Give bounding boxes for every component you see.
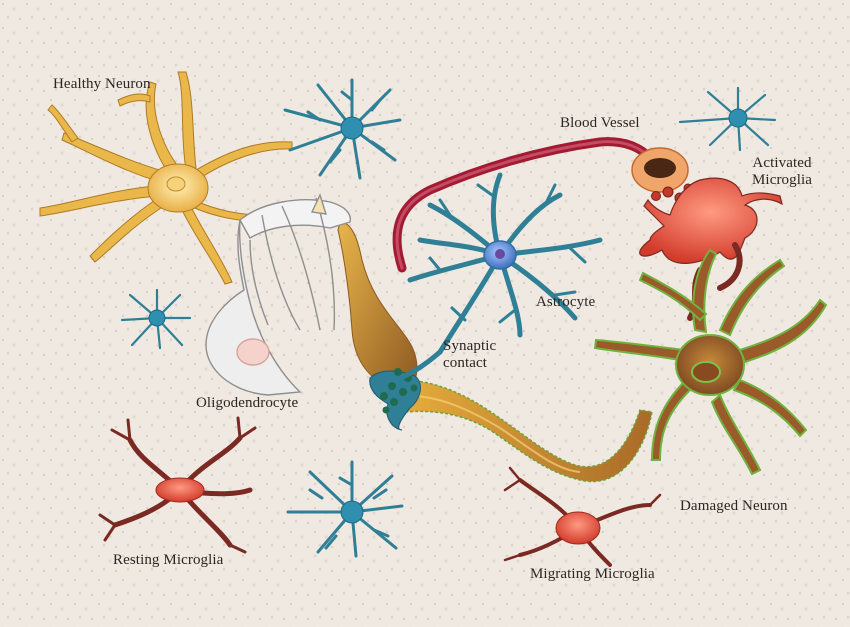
label-activated-microglia-line2: Microglia [752,172,813,189]
migrating-microglia [503,466,662,567]
astrocyte-small-top [283,78,402,180]
synaptic-contact [369,368,421,431]
label-oligodendrocyte: Oligodendrocyte [196,395,299,411]
astrocyte [392,172,603,383]
damaged-neuron [593,248,828,476]
axon-damaged [399,379,653,483]
label-synaptic-contact-line2: contact [443,355,488,372]
label-resting-microglia: Resting Microglia [113,552,224,568]
astrocyte-small-topright [678,86,777,152]
label-migrating-microglia: Migrating Microglia [530,566,655,582]
label-synaptic-contact-line1: Synaptic [443,338,497,354]
label-healthy-neuron: Healthy Neuron [53,76,151,92]
label-blood-vessel: Blood Vessel [560,115,640,131]
blood-vessel [392,137,693,273]
oligodendrocyte [205,193,352,396]
resting-microglia [98,416,257,554]
healthy-neuron [39,71,293,285]
label-activated-microglia-line1: Activated [752,155,812,171]
label-damaged-neuron: Damaged Neuron [680,498,788,514]
astrocyte-small-bottom [286,460,404,558]
label-activated-microglia: Activated Microglia [752,155,812,190]
astrocyte-small-left [120,288,192,350]
label-astrocyte: Astrocyte [536,294,596,310]
label-synaptic-contact: Synaptic contact [443,338,496,373]
